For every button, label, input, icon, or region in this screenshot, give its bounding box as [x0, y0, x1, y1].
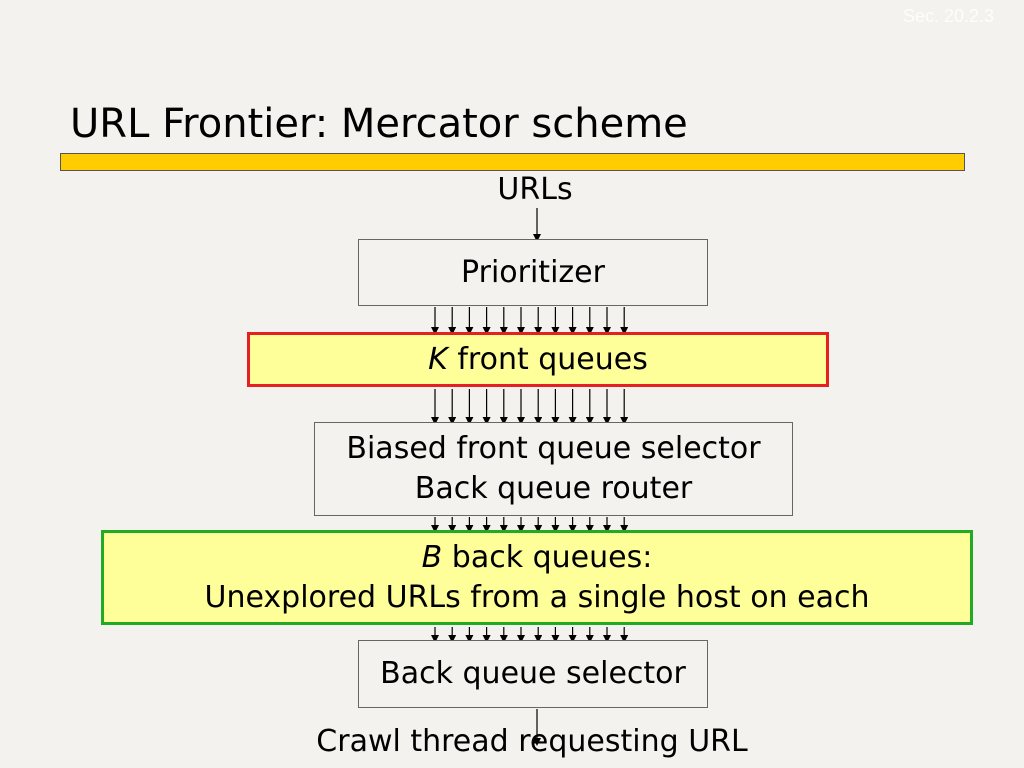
- section-reference: Sec. 20.2.3: [902, 6, 994, 26]
- front-queues-label: K front queues: [428, 340, 648, 380]
- prioritizer-label: Prioritizer: [461, 254, 605, 290]
- front-queues-box: K front queues: [247, 332, 829, 387]
- back-queue-selector-label: Back queue selector: [380, 656, 686, 691]
- back-queues-box: B back queues: Unexplored URLs from a si…: [101, 530, 973, 625]
- prioritizer-box: Prioritizer: [358, 239, 708, 306]
- back-queues-variable: B: [421, 539, 443, 575]
- title-underline-bar: [60, 153, 965, 171]
- page-title: URL Frontier: Mercator scheme: [70, 101, 688, 147]
- back-queues-description: Unexplored URLs from a single host on ea…: [204, 579, 870, 615]
- router-label: Back queue router: [414, 471, 693, 506]
- input-urls-label: URLs: [497, 172, 573, 207]
- front-queues-variable: K: [428, 341, 448, 377]
- selector-label: Biased front queue selector: [346, 431, 761, 466]
- front-queues-text: front queues: [447, 341, 648, 377]
- back-queue-selector-box: Back queue selector: [358, 640, 708, 708]
- back-queues-text: back queues:: [442, 539, 653, 575]
- back-queues-title: B back queues:: [422, 538, 653, 578]
- crawl-thread-label: Crawl thread requesting URL: [316, 724, 748, 759]
- selector-router-box: Biased front queue selector Back queue r…: [314, 422, 793, 516]
